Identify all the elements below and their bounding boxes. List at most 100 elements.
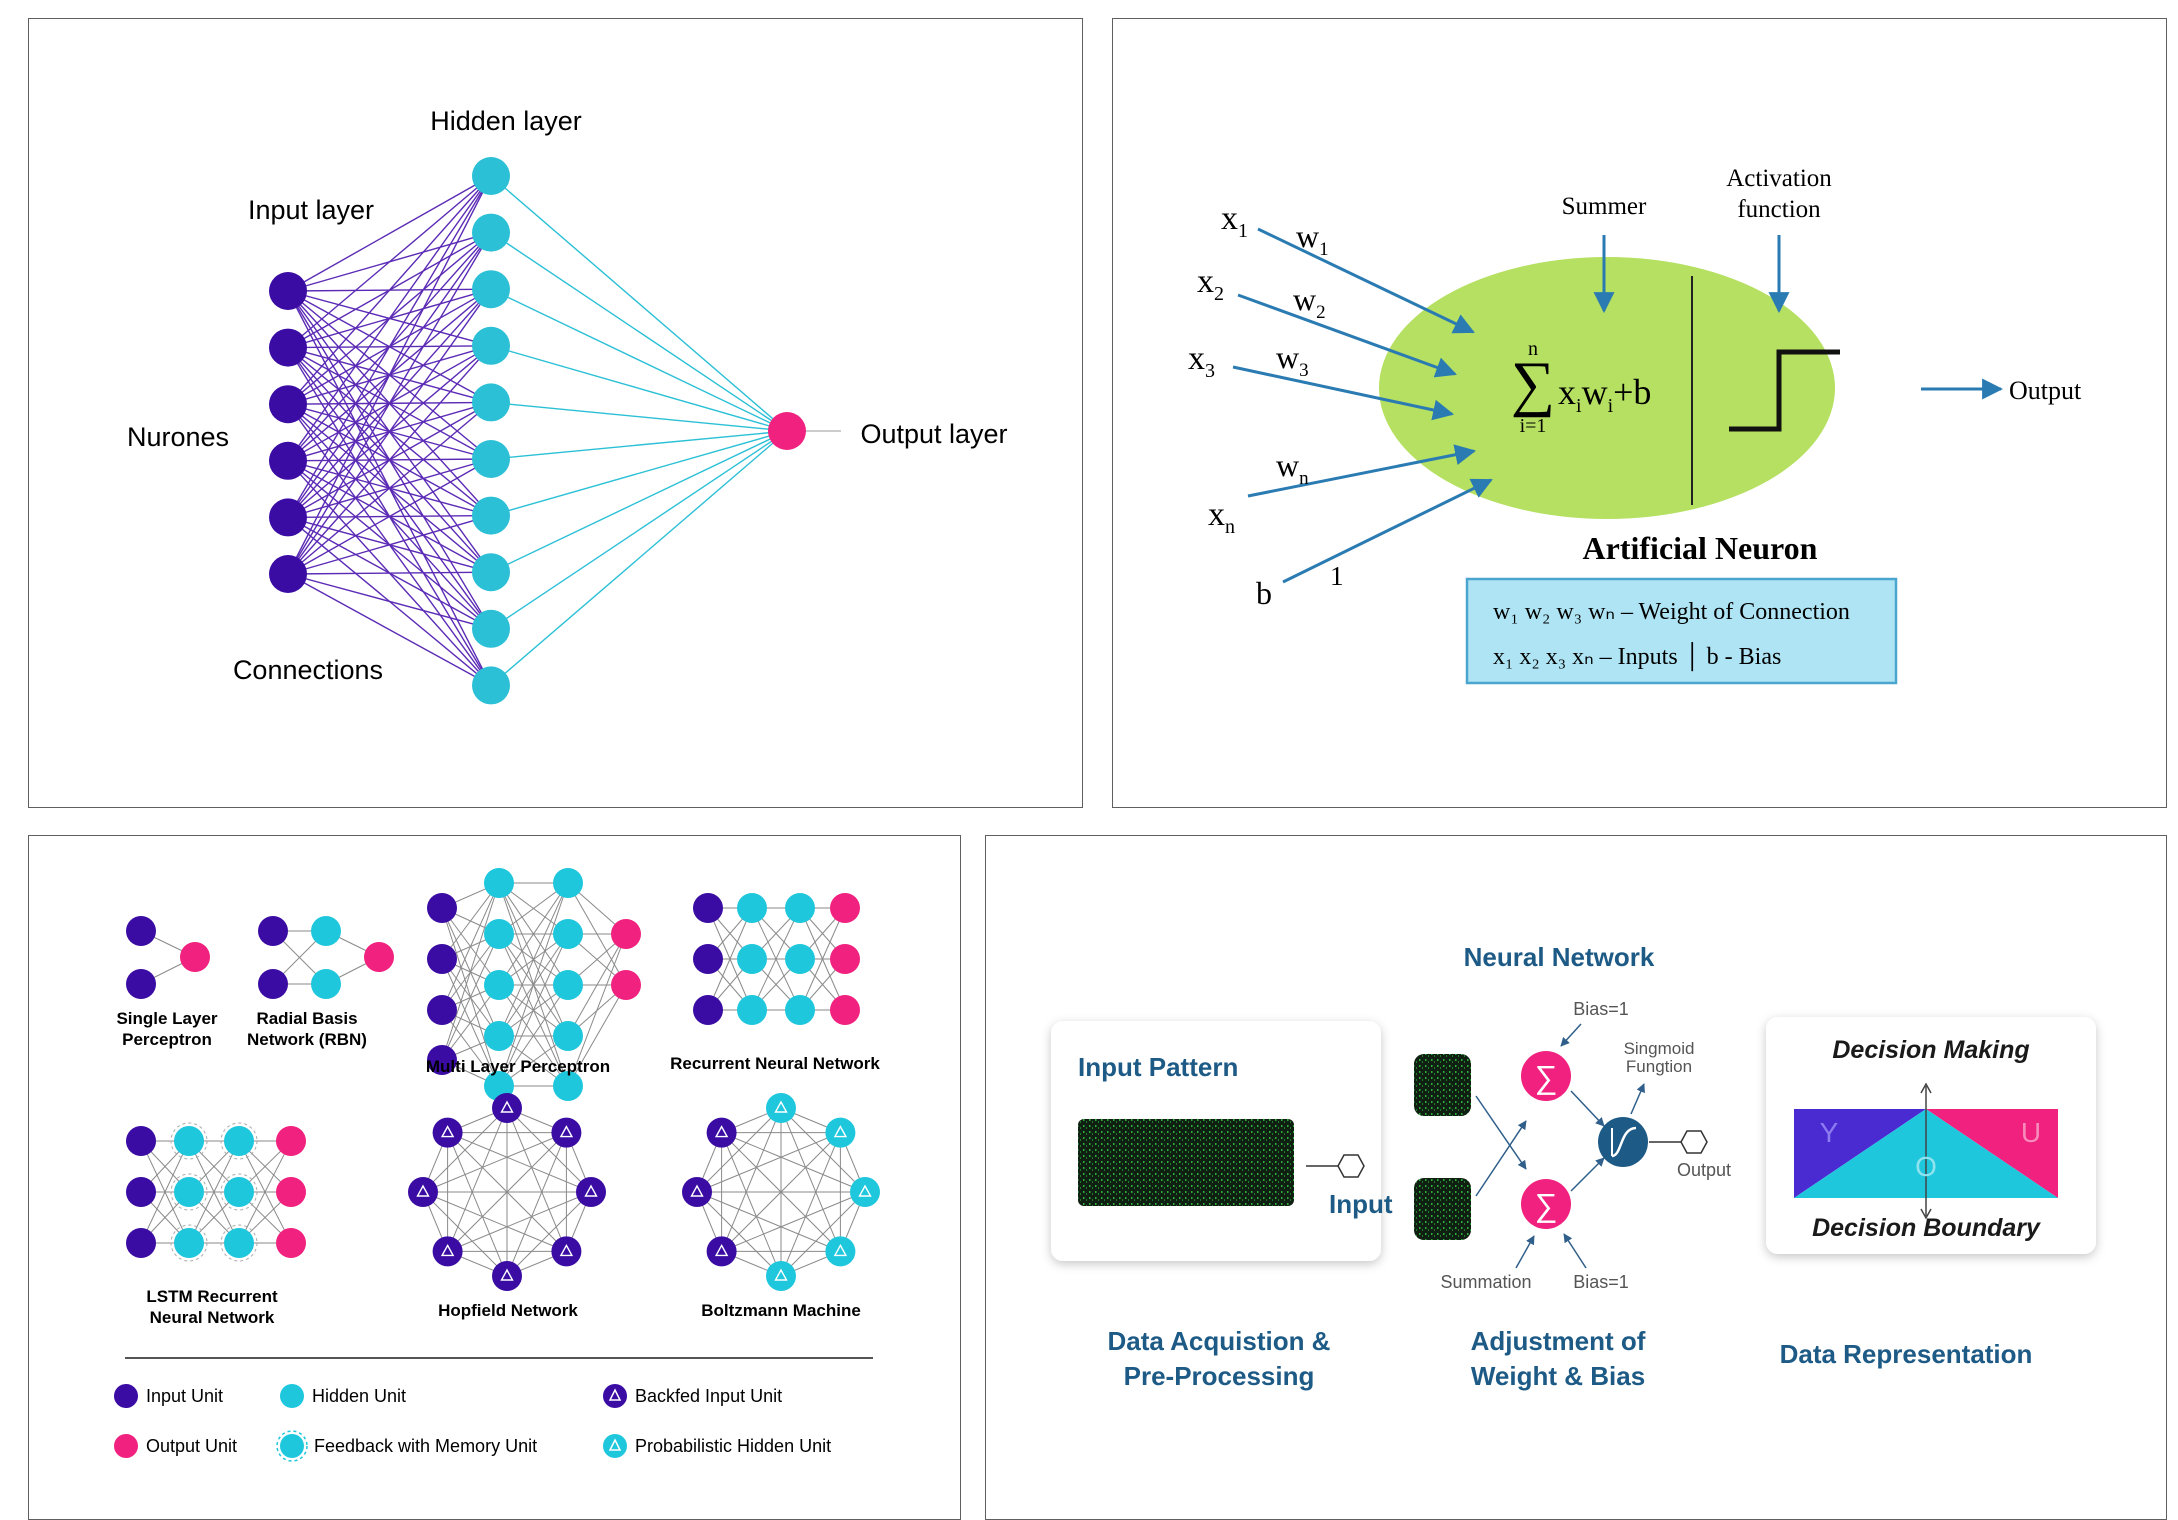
legend-backfed-input-unit: Backfed Input Unit [635,1386,782,1406]
step2-line1: Adjustment of [1471,1326,1646,1356]
network-edge [498,882,569,1037]
triangle-mark-icon [559,1243,574,1257]
legend-probabilistic-hidden-icon [603,1434,627,1458]
output-neuron [768,412,806,450]
slp-input-node [126,969,156,999]
legend-input-unit: Input Unit [146,1386,223,1406]
neuron-body [1379,257,1835,519]
network-edge [422,1191,508,1277]
connection-line [287,573,492,630]
slp-output-node [180,942,210,972]
triangle-mark-icon [440,1243,455,1257]
input-pattern-label: Input Pattern [1078,1052,1238,1082]
input-x2: x2 [1197,263,1224,305]
memory-ring [220,1173,258,1211]
output-connection-line [490,401,788,432]
panel-neural-network-pipeline: Neural Network Input Pattern Input ∑ ∑ B… [985,835,2167,1520]
activation-label-1: Activation [1726,165,1832,192]
network-edge [441,882,500,960]
step-function-icon [1729,349,1840,432]
network-edge [422,1191,567,1252]
sigma-bottom-symbol: ∑ [1535,1187,1558,1223]
output-connection-line [490,288,788,432]
sum-x: x [1558,372,1576,412]
triangle-mark-icon [833,1243,848,1257]
connection-line [287,175,492,292]
sigmoid-label-1: Singmoid [1624,1039,1695,1058]
boltzmann-node [766,1093,796,1123]
hidden-neuron [472,609,510,648]
lstm-label-1: LSTM Recurrent [146,1287,278,1306]
mlp-hidden-node [484,868,514,898]
sum-w: w [1582,372,1608,412]
input-arrow-n [1247,444,1477,498]
cross-arrow-2 [1475,1120,1527,1197]
lstm-output-node [276,1126,306,1156]
matrix-tile-top [1414,1054,1471,1116]
sigma-node-top [1521,1051,1571,1101]
mlp-label: Multi Layer Perceptron [426,1057,610,1076]
matrix-tile-bottom [1414,1178,1471,1240]
connection-line [287,401,492,575]
triangle-mark-icon [416,1184,430,1197]
panel-neural-network-layers: Hidden layer Input layer Nurones Output … [28,18,1083,808]
nurones-label: Nurones [127,422,229,452]
input-hexagon-icon [1337,1154,1365,1178]
network-edge [696,1191,782,1277]
memory-ring [170,1173,208,1211]
network-edge [441,984,500,1061]
summer-label: Summer [1562,193,1647,220]
step1-line2: Pre-Processing [1124,1361,1315,1391]
sum-lower-limit: i=1 [1520,415,1547,437]
input-arrow-2 [1237,293,1457,378]
artificial-neuron-diagram: n ∑ i=1 xiwi+b Summer Activation functio… [1188,165,2082,685]
memory-ring [220,1122,258,1160]
output-connection-line [490,430,788,686]
legend-feedback-memory-unit: Feedback with Memory Unit [314,1436,537,1456]
hopfield-node [492,1093,522,1123]
connections-label: Connections [233,655,383,685]
summation-arrow [1515,1235,1535,1269]
sum-expression: xiwi+b [1558,372,1651,417]
rbn-label-2: Network (RBN) [247,1030,367,1049]
output-hexagon-icon [1680,1130,1708,1154]
network-edge [441,882,500,1011]
hidden-layer-label: Hidden layer [430,106,582,136]
boltzmann-node [766,1261,796,1291]
letter-o: O [1915,1151,1937,1182]
network-edge [567,984,627,1087]
activation-label-2: function [1737,196,1821,223]
connection-line [287,458,492,575]
network-edge [447,1132,567,1252]
hidden-neuron [472,553,510,592]
lstm-input-node [126,1126,156,1156]
rnn-input-node [693,893,723,923]
nn-layers-diagram: Hidden layer Input layer Nurones Output … [127,106,1008,705]
decision-making-label: Decision Making [1832,1036,2029,1064]
legend-box [1465,577,1898,685]
network-edge [498,984,569,1087]
hidden-neuron [472,496,510,535]
legend-feedback-memory-ring [276,1430,308,1462]
legend-output-unit: Output Unit [146,1436,237,1456]
hidden-neuron [472,270,510,309]
network-edge [696,1132,841,1193]
slp-label-2: Perceptron [122,1030,212,1049]
lstm-input-node [126,1228,156,1258]
hidden-neuron [472,383,510,422]
triangle-mark-icon [858,1184,872,1197]
legend-probabilistic-hidden-unit: Probabilistic Hidden Unit [635,1436,831,1456]
network-edge [447,1107,508,1252]
hopfield-label: Hopfield Network [438,1301,578,1320]
rnn-hidden-node [785,995,815,1025]
rnn-hidden-node [785,944,815,974]
triangle-mark-icon [774,1268,788,1281]
sum-x-sub: i [1576,395,1582,417]
sigma-top-symbol: ∑ [1535,1059,1558,1095]
triangle-mark-icon [714,1125,729,1138]
hopfield-node [408,1177,438,1207]
output-connection-line [490,175,788,432]
connection-line [287,232,492,575]
mlp-input-node [427,1045,457,1075]
legend-hidden-unit: Hidden Unit [312,1386,406,1406]
